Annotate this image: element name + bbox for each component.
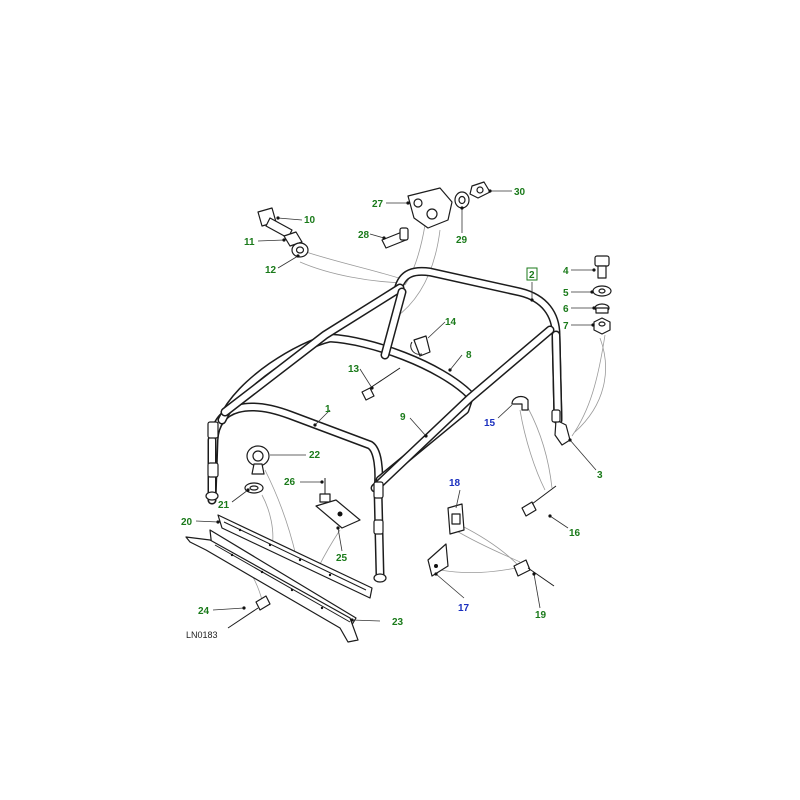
callout-13: 13 [348, 364, 360, 375]
callout-28: 28 [358, 230, 370, 241]
side-rail-strips [185, 514, 373, 643]
leader-dots [216, 189, 596, 622]
callout-18: 18 [449, 478, 461, 489]
callout-2: 2 [529, 270, 535, 281]
callout-10: 10 [304, 215, 316, 226]
callout-17: 17 [458, 603, 470, 614]
callout-9: 9 [400, 412, 406, 423]
callout-20: 20 [181, 517, 193, 528]
callout-7: 7 [563, 321, 569, 332]
callout-5: 5 [563, 288, 569, 299]
callout-16: 16 [569, 528, 581, 539]
small-parts [227, 181, 612, 629]
callout-22: 22 [309, 450, 321, 461]
hood-frame [205, 266, 571, 583]
callout-19: 19 [535, 610, 547, 621]
callout-25: 25 [336, 553, 348, 564]
callout-1: 1 [325, 404, 331, 415]
reference-code: LN0183 [186, 630, 218, 640]
callout-6: 6 [563, 304, 569, 315]
callout-30: 30 [514, 187, 526, 198]
callouts: 1 2 3 4 5 6 7 8 9 10 11 12 13 14 15 16 1… [181, 187, 603, 628]
callout-8: 8 [466, 350, 472, 361]
callout-11: 11 [244, 237, 255, 248]
callout-27: 27 [372, 199, 384, 210]
callout-4: 4 [563, 266, 569, 277]
callout-14: 14 [445, 317, 457, 328]
guide-lines [247, 224, 606, 601]
callout-12: 12 [265, 265, 277, 276]
callout-29: 29 [456, 235, 468, 246]
callout-21: 21 [218, 500, 230, 511]
callout-15: 15 [484, 418, 496, 429]
leader-lines [195, 190, 597, 622]
callout-23: 23 [392, 617, 404, 628]
callout-24: 24 [198, 606, 210, 617]
callout-2-box [526, 267, 538, 281]
callout-3: 3 [597, 470, 603, 481]
callout-26: 26 [284, 477, 296, 488]
